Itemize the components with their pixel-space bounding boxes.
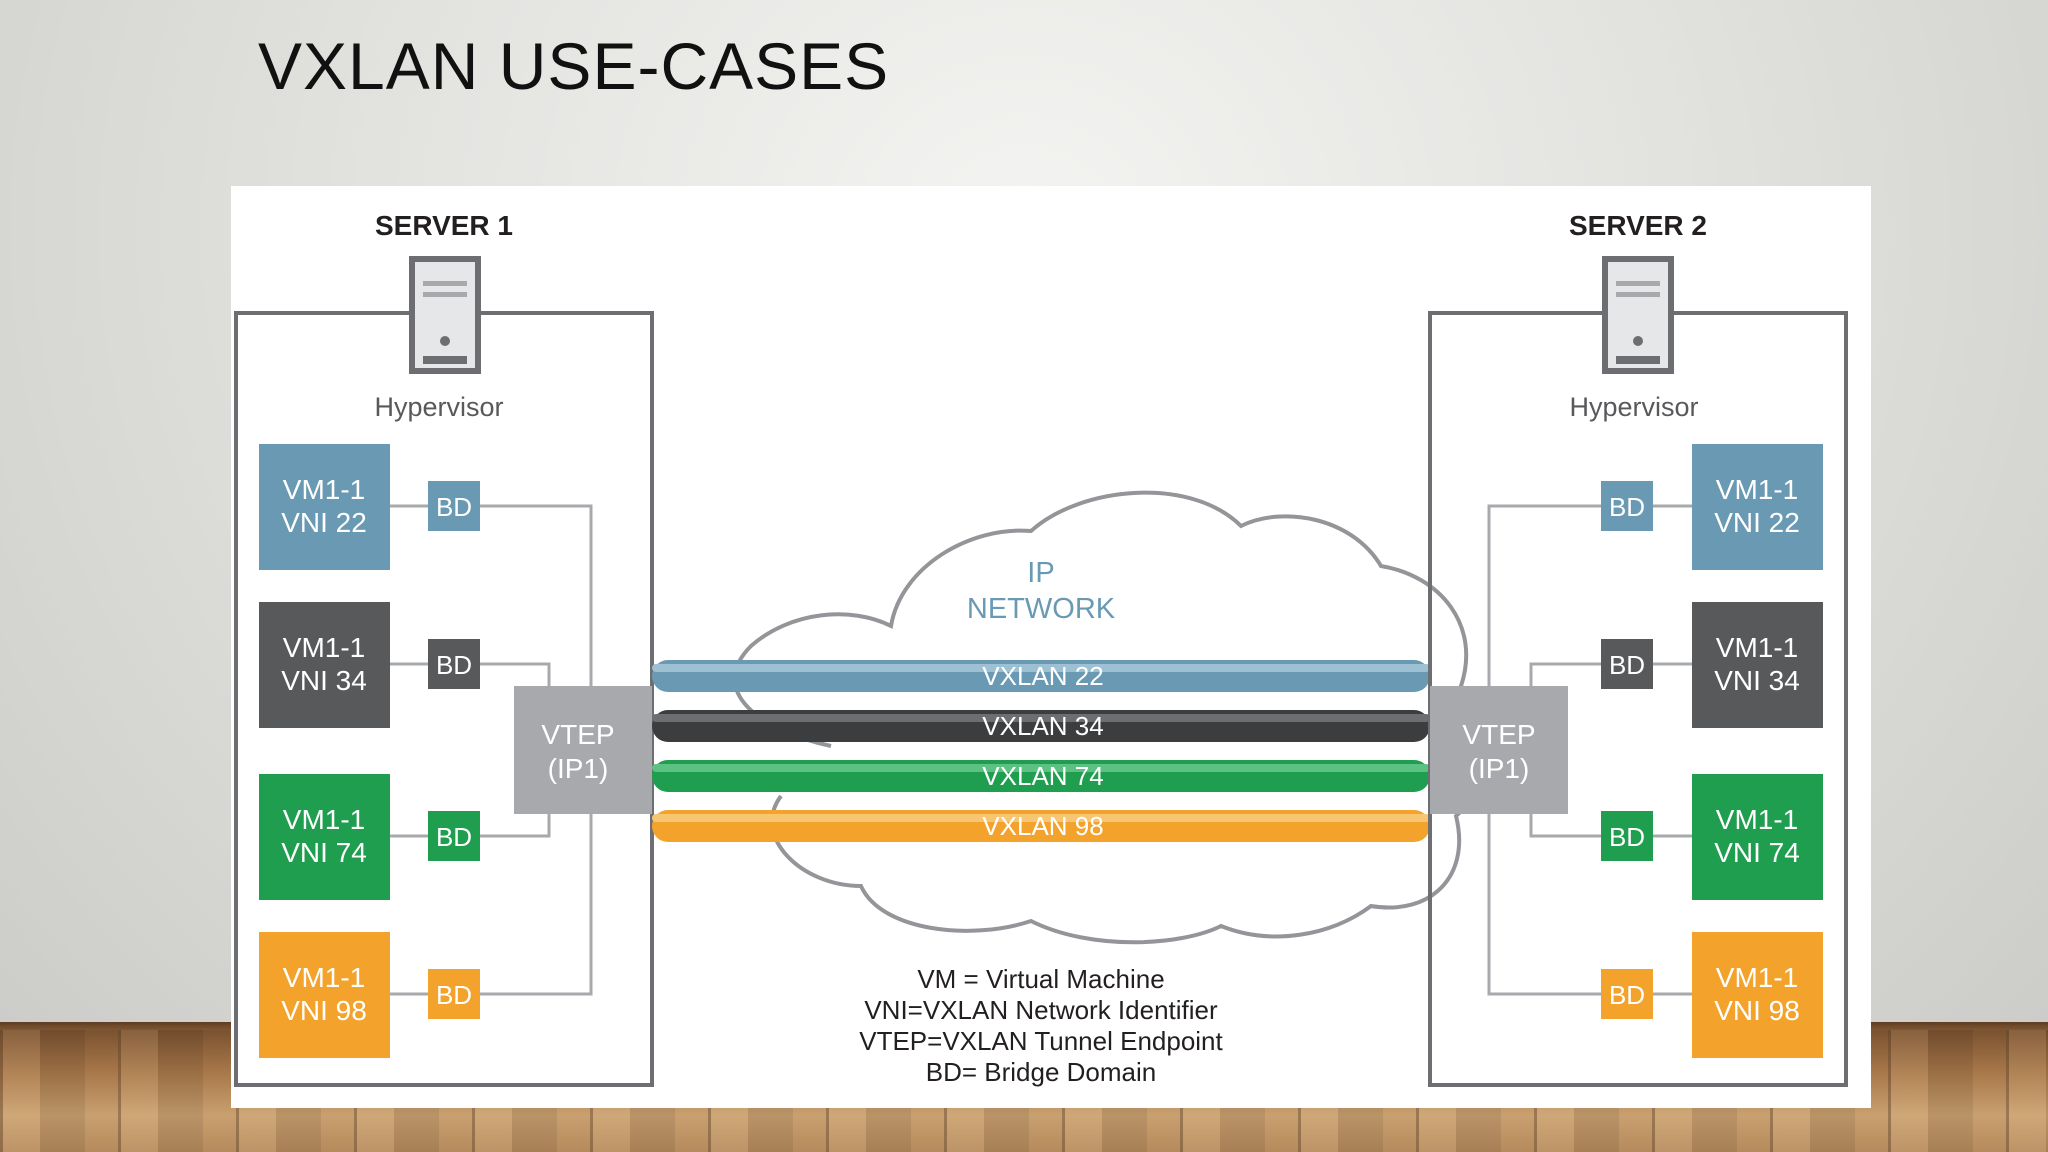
tunnel-vxlan-22-highlight bbox=[652, 664, 1430, 672]
server1-vm-vni22-name: VM1-1 bbox=[283, 474, 365, 505]
server1-bd-blue bbox=[428, 481, 480, 531]
server2-vm-vni34 bbox=[1692, 602, 1823, 728]
server1-bd-green bbox=[428, 811, 480, 861]
server1-vtep-ip: (IP1) bbox=[548, 753, 609, 784]
vxlan-diagram: SERVER 1 Hypervisor VM1-1 VNI 22 VM1-1 V… bbox=[234, 210, 1848, 1087]
server2-vm-vni34-id: VNI 34 bbox=[1714, 665, 1800, 696]
server2-vm-vni34-name: VM1-1 bbox=[1716, 632, 1798, 663]
legend: VM = Virtual Machine VNI=VXLAN Network I… bbox=[859, 964, 1223, 1087]
server1-label: SERVER 1 bbox=[375, 210, 513, 241]
ip-network-label-line2: NETWORK bbox=[967, 593, 1116, 625]
server2-vm-vni74-id: VNI 74 bbox=[1714, 837, 1800, 868]
vxlan-diagram-panel: SERVER 1 Hypervisor VM1-1 VNI 22 VM1-1 V… bbox=[231, 186, 1871, 1108]
server1-group: SERVER 1 Hypervisor VM1-1 VNI 22 VM1-1 V… bbox=[234, 210, 654, 1087]
server1-vm-vni34-name: VM1-1 bbox=[283, 632, 365, 663]
server1-vm-vni74 bbox=[259, 774, 390, 900]
server1-vm-vni34 bbox=[259, 602, 390, 728]
server2-vtep-ip: (IP1) bbox=[1469, 753, 1530, 784]
server2-vm-vni98 bbox=[1692, 932, 1823, 1058]
server2-vm-vni22 bbox=[1692, 444, 1823, 570]
server1-vm-vni22 bbox=[259, 444, 390, 570]
tunnel-vxlan-22-label: VXLAN 22 bbox=[982, 661, 1103, 691]
server2-bd-green bbox=[1601, 811, 1653, 861]
tunnel-vxlan-98-label: VXLAN 98 bbox=[982, 811, 1103, 841]
server1-bd-orange-label: BD bbox=[436, 980, 472, 1010]
tunnel-vxlan-98-highlight bbox=[652, 814, 1430, 822]
server2-bd-blue-label: BD bbox=[1609, 492, 1645, 522]
server2-bd-dark bbox=[1601, 639, 1653, 689]
server1-bd-green-label: BD bbox=[436, 822, 472, 852]
server2-vm-vni22-id: VNI 22 bbox=[1714, 507, 1800, 538]
tunnel-vxlan-74-label: VXLAN 74 bbox=[982, 761, 1103, 791]
legend-bd: BD= Bridge Domain bbox=[926, 1057, 1157, 1087]
server2-bd-blue bbox=[1601, 481, 1653, 531]
server2-vm-vni22-name: VM1-1 bbox=[1716, 474, 1798, 505]
server1-hypervisor-label: Hypervisor bbox=[374, 392, 503, 422]
legend-vtep: VTEP=VXLAN Tunnel Endpoint bbox=[859, 1026, 1223, 1056]
tunnel-vxlan-34-highlight bbox=[652, 714, 1430, 722]
legend-vm: VM = Virtual Machine bbox=[917, 964, 1164, 994]
tunnel-vxlan-34-label: VXLAN 34 bbox=[982, 711, 1103, 741]
server2-bd-dark-label: BD bbox=[1609, 650, 1645, 680]
server2-vm-vni98-name: VM1-1 bbox=[1716, 962, 1798, 993]
server2-vtep-label: VTEP bbox=[1462, 719, 1535, 750]
server1-bd-blue-label: BD bbox=[436, 492, 472, 522]
server2-bd-orange bbox=[1601, 969, 1653, 1019]
server1-vtep-label: VTEP bbox=[541, 719, 614, 750]
server1-bd-orange bbox=[428, 969, 480, 1019]
server2-vtep bbox=[1430, 686, 1568, 814]
server2-label: SERVER 2 bbox=[1569, 210, 1707, 241]
server1-server-icon bbox=[409, 256, 481, 374]
server2-server-icon bbox=[1602, 256, 1674, 374]
server1-vm-vni22-id: VNI 22 bbox=[281, 507, 367, 538]
server2-bd-orange-label: BD bbox=[1609, 980, 1645, 1010]
server1-vm-vni98 bbox=[259, 932, 390, 1058]
tunnel-vxlan-74-highlight bbox=[652, 764, 1430, 772]
server2-bd-green-label: BD bbox=[1609, 822, 1645, 852]
slide-title: VXLAN USE-CASES bbox=[258, 29, 890, 103]
server1-bd-dark bbox=[428, 639, 480, 689]
server1-vm-vni74-name: VM1-1 bbox=[283, 804, 365, 835]
server2-hypervisor-label: Hypervisor bbox=[1569, 392, 1698, 422]
server1-vm-vni74-id: VNI 74 bbox=[281, 837, 367, 868]
legend-vni: VNI=VXLAN Network Identifier bbox=[864, 995, 1218, 1025]
server1-vtep bbox=[514, 686, 652, 814]
server2-vm-vni98-id: VNI 98 bbox=[1714, 995, 1800, 1026]
server1-vm-vni98-id: VNI 98 bbox=[281, 995, 367, 1026]
ip-network-label-line1: IP bbox=[1027, 557, 1054, 589]
server1-bd-dark-label: BD bbox=[436, 650, 472, 680]
vxlan-tunnels: VXLAN 22 VXLAN 34 VXLAN 74 VXLAN 98 bbox=[652, 660, 1430, 842]
server2-vm-vni74 bbox=[1692, 774, 1823, 900]
server1-vm-vni34-id: VNI 34 bbox=[281, 665, 367, 696]
server2-group: SERVER 2 Hypervisor VM1-1 VNI 22 VM1-1 V… bbox=[1428, 210, 1848, 1087]
server1-vm-vni98-name: VM1-1 bbox=[283, 962, 365, 993]
server2-vm-vni74-name: VM1-1 bbox=[1716, 804, 1798, 835]
